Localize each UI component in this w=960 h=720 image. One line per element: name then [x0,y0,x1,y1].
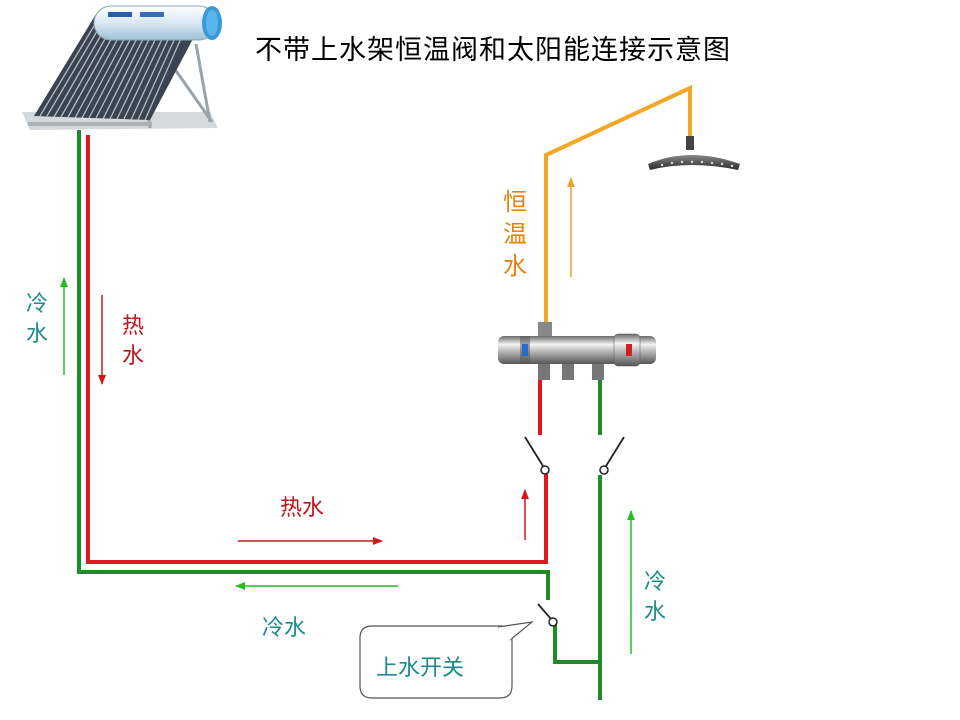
cold-water-label-bottom: 冷水 [262,616,307,641]
hot-water-label-middle: 热水 [280,496,325,521]
thermostatic-valve-icon [498,322,656,380]
cold-water-label-right: 冷 水 [643,570,666,625]
mixed-water-pipe [544,84,692,335]
hot-valve-switch [524,436,550,475]
inlet-valve-switch [537,603,558,627]
hot-water-label-left: 热 水 [121,314,144,369]
shower-head-icon [648,136,740,170]
cold-water-label-left: 冷 水 [25,292,48,347]
callout-pointer-cover [498,626,512,640]
solar-water-heater-icon [22,5,222,130]
constant-temp-water-label: 恒 温 水 [503,188,527,280]
inlet-switch-label: 上水开关 [376,656,465,681]
cold-valve-switch [599,436,625,475]
page-title: 不带上水架恒温阀和太阳能连接示意图 [255,35,731,66]
